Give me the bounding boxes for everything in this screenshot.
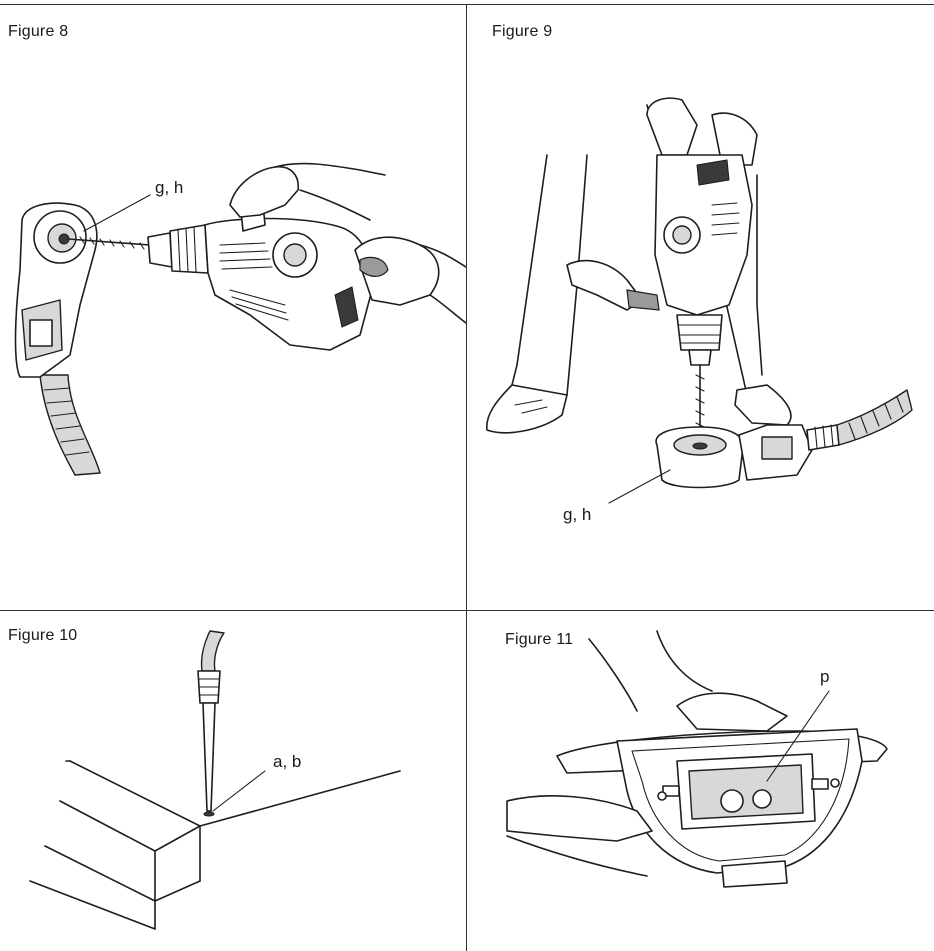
left-hand	[229, 165, 300, 218]
figure-8-title: Figure 8	[8, 23, 69, 40]
right-hand	[354, 236, 440, 306]
suction-wand	[202, 702, 216, 812]
figure-10-panel: Figure 10 a, b	[0, 611, 466, 951]
left-leg	[511, 154, 548, 386]
figure-9-panel: Figure 9 g, h	[467, 5, 934, 610]
figure-10-callout-label: a, b	[273, 752, 302, 771]
figure-10-leader-line	[212, 770, 266, 812]
figure-8-illustration	[14, 162, 466, 476]
top-hands	[646, 97, 698, 156]
left-shoe	[486, 384, 568, 434]
drill-chuck	[147, 232, 173, 268]
top-border	[0, 4, 934, 5]
figure-8-panel: Figure 8 g, h	[0, 5, 466, 610]
dust-hose	[39, 374, 101, 476]
figure-9-title: Figure 9	[492, 23, 553, 40]
vacuum-hose	[200, 630, 225, 672]
right-shoe	[734, 384, 792, 426]
vertical-divider	[466, 4, 467, 951]
stair-steps	[69, 760, 401, 882]
figure-11-callout-label: p	[820, 667, 830, 686]
drill-chuck	[676, 314, 723, 351]
figure-9-callout-label: g, h	[563, 505, 592, 524]
horizontal-divider	[0, 610, 934, 611]
side-handle-hand	[566, 259, 643, 311]
hammer-drill	[654, 154, 753, 316]
figure-8-leader-line	[83, 194, 151, 232]
figure-10-title: Figure 10	[8, 627, 78, 644]
figure-11-panel: Figure 11 p	[467, 611, 934, 951]
figure-11-leader-line	[766, 690, 830, 782]
figure-9-leader-line	[608, 469, 671, 504]
top-hand	[676, 692, 788, 732]
dust-hose	[836, 389, 913, 446]
figure-11-illustration	[506, 630, 888, 888]
figure-10-illustration	[29, 630, 401, 930]
figure-11-title: Figure 11	[505, 631, 574, 648]
figure-8-callout-label: g, h	[155, 178, 184, 197]
bottom-hand	[506, 795, 653, 842]
figure-9-illustration	[486, 97, 913, 504]
